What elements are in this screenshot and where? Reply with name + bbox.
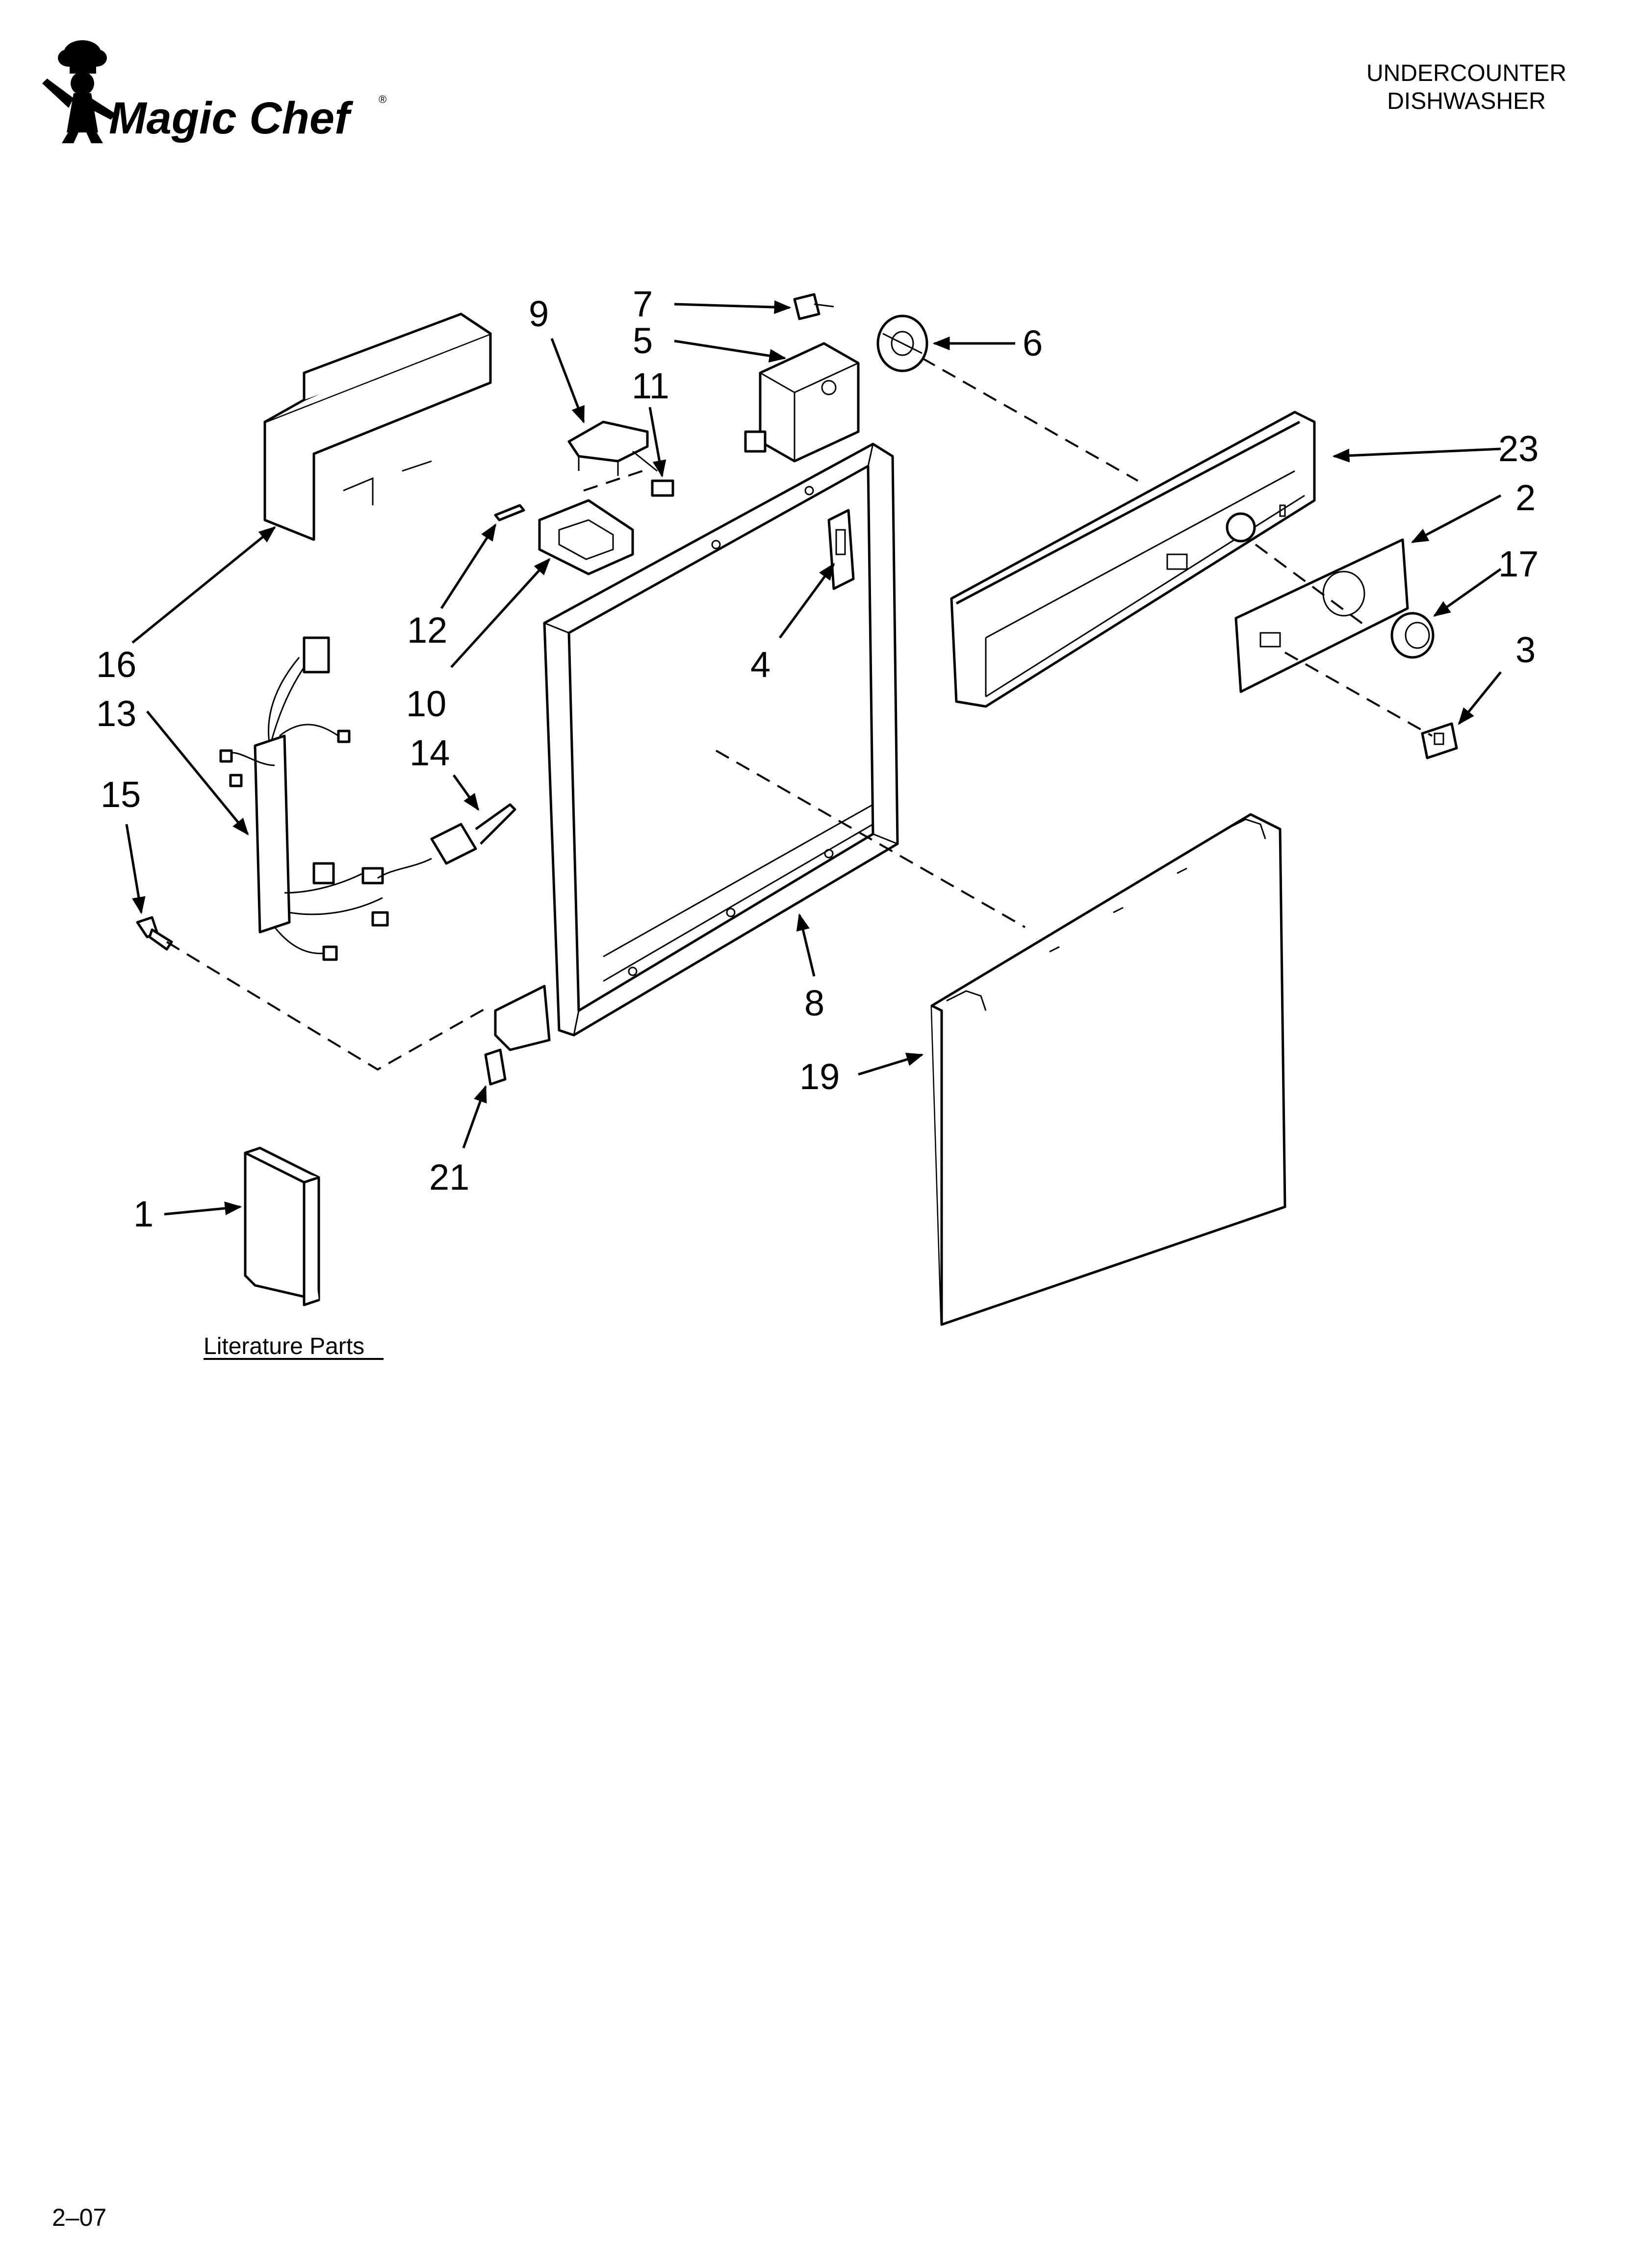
part-9-switch-bracket xyxy=(567,420,658,476)
callout-5: 5 xyxy=(633,320,653,361)
callout-14: 14 xyxy=(410,732,450,773)
callout-23: 23 xyxy=(1498,428,1539,469)
callout-16: 16 xyxy=(96,644,136,685)
callout-13: 13 xyxy=(96,693,136,734)
part-14-filter xyxy=(377,803,516,879)
callout-17: 17 xyxy=(1498,544,1539,584)
part-3-switch xyxy=(1421,722,1458,759)
brand-name: Magic Chef xyxy=(109,93,354,143)
part-10-housing xyxy=(538,499,634,575)
title-line-1: UNDERCOUNTER xyxy=(1366,60,1566,86)
title-line-2: DISHWASHER xyxy=(1387,88,1546,114)
callout-6: 6 xyxy=(1023,323,1043,364)
callout-1: 1 xyxy=(133,1194,154,1234)
part-19-access-panel xyxy=(930,813,1286,1326)
callout-11: 11 xyxy=(632,365,669,406)
callout-21: 21 xyxy=(429,1157,469,1198)
leader-lines xyxy=(125,300,1502,1216)
callout-12: 12 xyxy=(407,610,447,651)
part-13-wire-harness xyxy=(219,636,389,961)
part-12-actuator xyxy=(494,504,525,521)
callout-labels: 7 5 6 9 11 12 10 16 13 15 14 4 8 23 2 17… xyxy=(96,284,1539,1234)
part-16-cover xyxy=(263,313,492,541)
part-21-clip xyxy=(484,1048,507,1086)
part-6-knob xyxy=(876,314,928,372)
literature-label: Literature Parts xyxy=(204,1333,364,1359)
assembly-lines xyxy=(166,357,1433,1071)
part-4-bracket xyxy=(827,509,855,590)
callout-2: 2 xyxy=(1515,477,1536,518)
callout-8: 8 xyxy=(804,983,824,1023)
part-2-overlay xyxy=(1234,538,1409,693)
callout-3: 3 xyxy=(1515,629,1536,670)
callout-19: 19 xyxy=(799,1056,840,1097)
part-17-knob xyxy=(1390,612,1435,659)
part-23-control-panel xyxy=(950,411,1316,708)
brand-logo: Magic Chef ® xyxy=(42,40,386,143)
part-15-screw xyxy=(136,916,173,951)
literature-label-group: Literature Parts xyxy=(204,1333,384,1360)
callout-15: 15 xyxy=(101,774,141,815)
callout-7: 7 xyxy=(633,284,653,324)
chef-mascot-icon xyxy=(42,40,116,143)
registered-mark: ® xyxy=(379,93,386,105)
part-1-literature xyxy=(244,1147,320,1306)
part-5-control-module xyxy=(744,342,860,463)
page-code: 2–07 xyxy=(52,2204,106,2231)
part-8-door-frame xyxy=(494,443,899,1051)
callout-4: 4 xyxy=(750,644,770,685)
callout-10: 10 xyxy=(406,683,446,724)
part-11-switch xyxy=(651,479,674,497)
callout-9: 9 xyxy=(529,293,549,334)
part-7-screw xyxy=(793,293,834,320)
